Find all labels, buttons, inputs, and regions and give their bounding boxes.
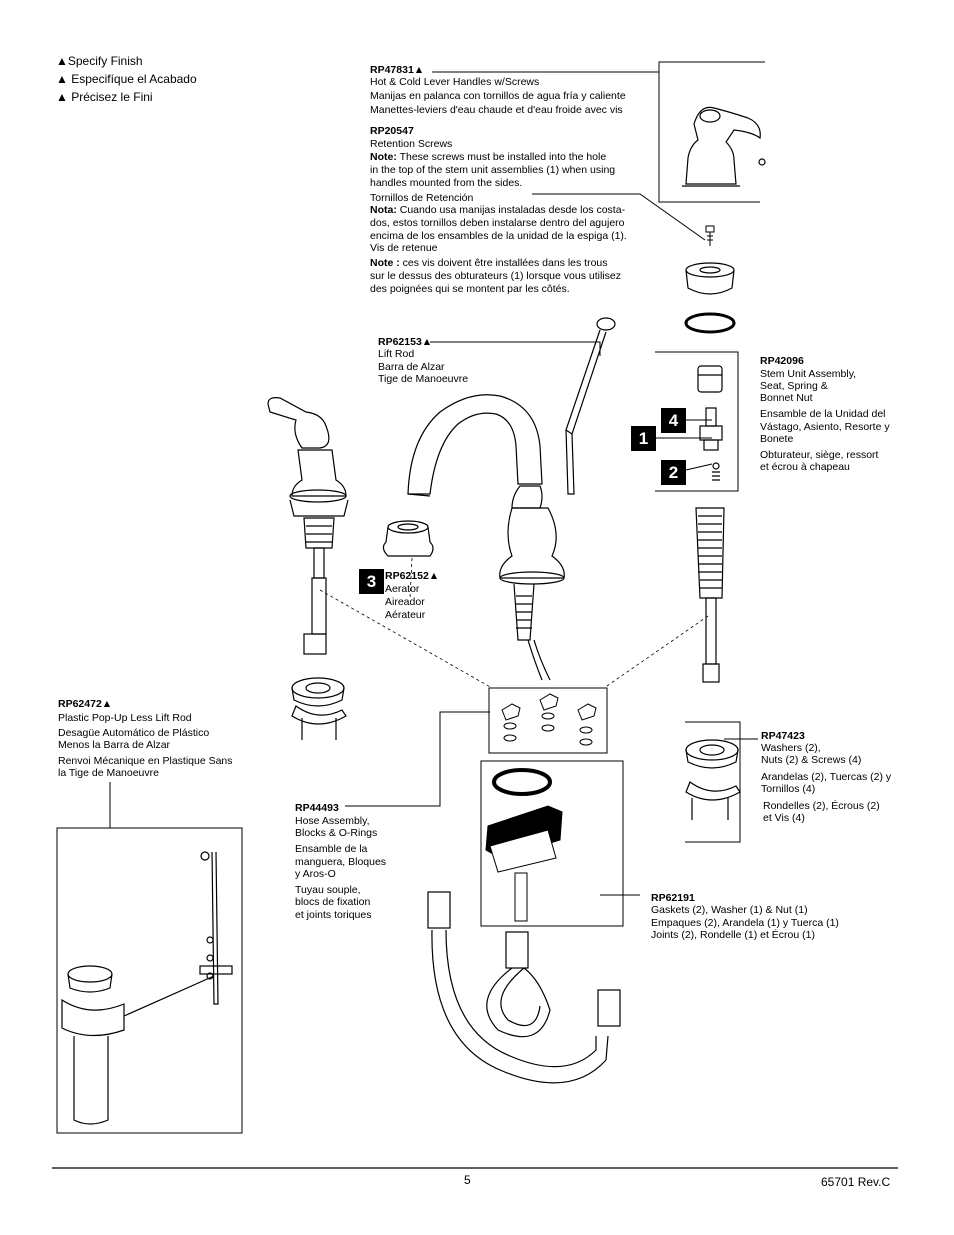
part-desc-es-1: Ensamble de la [295, 843, 368, 855]
assembly-guide-lines [319, 557, 709, 689]
bonnet-cap-icon [685, 262, 735, 295]
part-desc-es: Manijas en palanca con tornillos de agua… [370, 90, 626, 102]
legend-specify-finish-es: ▲ Especifíque el Acabado [56, 72, 197, 86]
part-code: RP47831▲ [370, 64, 425, 76]
nut-sleeve-icon [514, 872, 528, 922]
part-desc-en-1: Washers (2), [761, 742, 821, 754]
part-desc-es-2: Tornillos (4) [761, 783, 816, 795]
part-desc-es-1: Ensamble de la Unidad del [760, 408, 886, 420]
part-desc-fr: Tige de Manoeuvre [378, 373, 469, 385]
stem-box [655, 351, 739, 492]
o-ring-icon [684, 312, 736, 334]
washer-box [685, 721, 741, 843]
leader-rp44493 [345, 711, 490, 807]
part-desc-fr: Manettes-leviers d'eau chaude et d'eau f… [370, 104, 623, 116]
part-desc-en: Hot & Cold Lever Handles w/Screws [370, 76, 540, 88]
part-desc-en-1: Hose Assembly, [295, 815, 370, 827]
lever-handle-icon [682, 106, 766, 187]
part-desc-fr: Aérateur [385, 609, 426, 621]
part-desc-es: Empaques (2), Arandela (1) y Tuerca (1) [651, 917, 839, 929]
callout-3: 3 [359, 569, 384, 594]
callout-4: 4 [661, 408, 686, 433]
part-desc-es-2: Vástago, Asiento, Resorte y [760, 421, 890, 433]
note-line-2: in the top of the stem unit assemblies (… [370, 164, 616, 176]
part-desc-fr-1: Obturateur, siège, ressort [760, 449, 879, 461]
part-code: RP62472▲ [58, 698, 113, 710]
part-desc-fr-2: la Tige de Manoeuvre [58, 767, 159, 779]
part-desc-en-1: Stem Unit Assembly, [760, 368, 857, 380]
legend-specify-finish-fr: ▲ Précisez le Fini [56, 90, 153, 104]
part-desc-fr: Vis de retenue [370, 242, 438, 254]
part-desc-fr-3: et joints toriques [295, 909, 372, 921]
part-desc-en-2: Blocks & O-Rings [295, 827, 378, 839]
nota-line-3: encima de los ensambles de la unidad de … [370, 230, 627, 242]
spout-icon [407, 394, 565, 681]
stem-unit-icon [697, 365, 723, 481]
hose-block-box [488, 687, 608, 754]
gasket-box [480, 760, 624, 927]
part-desc-fr-2: et Vis (4) [763, 812, 805, 824]
part-desc-en: Lift Rod [378, 348, 415, 360]
valve-body-icon [695, 507, 725, 683]
part-code: RP42096 [760, 355, 804, 367]
part-desc-es: Barra de Alzar [378, 361, 445, 373]
part-desc-es: Aireador [385, 596, 425, 608]
leader-callout-2 [685, 463, 713, 471]
popup-drain-icon [61, 851, 233, 1125]
washer-plate-icon [489, 829, 557, 873]
callout-2: 2 [661, 460, 686, 485]
mounting-washer-right-icon [685, 739, 741, 820]
part-desc-en: Retention Screws [370, 138, 453, 150]
nota-line-2: dos, estos tornillos deben instalarse de… [370, 217, 625, 229]
part-desc-fr: Joints (2), Rondelle (1) et Écrou (1) [651, 929, 815, 941]
part-desc-fr-2: blocs de fixation [295, 896, 371, 908]
note-line-3: handles mounted from the sides. [370, 177, 523, 189]
part-desc-es-2: Menos la Barra de Alzar [58, 739, 171, 751]
nota-line-1: Nota: Cuando usa manijas instaladas desd… [370, 204, 626, 216]
part-desc-en-2: Nuts (2) & Screws (4) [761, 754, 862, 766]
part-desc-fr-1: Rondelles (2), Écrous (2) [763, 800, 880, 812]
part-code: RP62153▲ [378, 336, 433, 348]
part-desc-en: Aerator [385, 583, 420, 595]
part-desc-en-3: Bonnet Nut [760, 392, 813, 404]
leader-rp62153 [430, 341, 601, 356]
part-code: RP20547 [370, 125, 414, 137]
part-code: RP47423 [761, 730, 805, 742]
part-code: RP44493 [295, 802, 339, 814]
gasket-ring-icon [492, 768, 552, 796]
part-desc-en: Gaskets (2), Washer (1) & Nut (1) [651, 904, 808, 916]
lift-rod-icon [565, 317, 616, 495]
part-desc-es-3: y Aros-O [295, 868, 336, 880]
part-desc-es: Tornillos de Retención [370, 192, 474, 204]
left-valve-icon [267, 397, 349, 655]
fr-note-line-3: des poignées qui se montent par les côté… [370, 283, 570, 295]
popup-box [56, 827, 243, 1134]
part-desc-en: Plastic Pop-Up Less Lift Rod [58, 712, 192, 724]
part-desc-fr-1: Renvoi Mécanique en Plastique Sans [58, 755, 233, 767]
hose-blocks-icon [501, 693, 597, 746]
part-desc-fr-1: Tuyau souple, [295, 884, 361, 896]
part-desc-es-3: Bonete [760, 433, 794, 445]
fr-note-line-2: sur le dessus des obturateurs (1) lorsqu… [370, 270, 621, 282]
part-code: RP62152▲ [385, 570, 440, 582]
page-number: 5 [464, 1173, 471, 1187]
part-desc-es-1: Desagüe Automático de Plástico [58, 727, 210, 739]
handle-box [658, 61, 765, 203]
fr-note-line-1: Note : ces vis doivent être installées d… [370, 257, 608, 269]
part-desc-es-1: Arandelas (2), Tuercas (2) y [761, 771, 892, 783]
document-number: 65701 Rev.C [821, 1175, 891, 1189]
part-code: RP62191 [651, 892, 695, 904]
aerator-icon [382, 520, 434, 557]
callout-1: 1 [631, 426, 656, 451]
retention-screw-icon [705, 225, 715, 246]
part-desc-en-2: Seat, Spring & [760, 380, 828, 392]
part-desc-es-2: manguera, Bloques [295, 856, 387, 868]
mounting-washer-left-icon [291, 677, 347, 740]
part-desc-fr-2: et écrou à chapeau [760, 461, 850, 473]
leader-rp20547 [532, 193, 706, 241]
hose-assembly-icon [427, 891, 621, 1084]
legend-specify-finish-en: ▲Specify Finish [56, 54, 143, 68]
note-line-1: Note: These screws must be installed int… [370, 151, 607, 163]
